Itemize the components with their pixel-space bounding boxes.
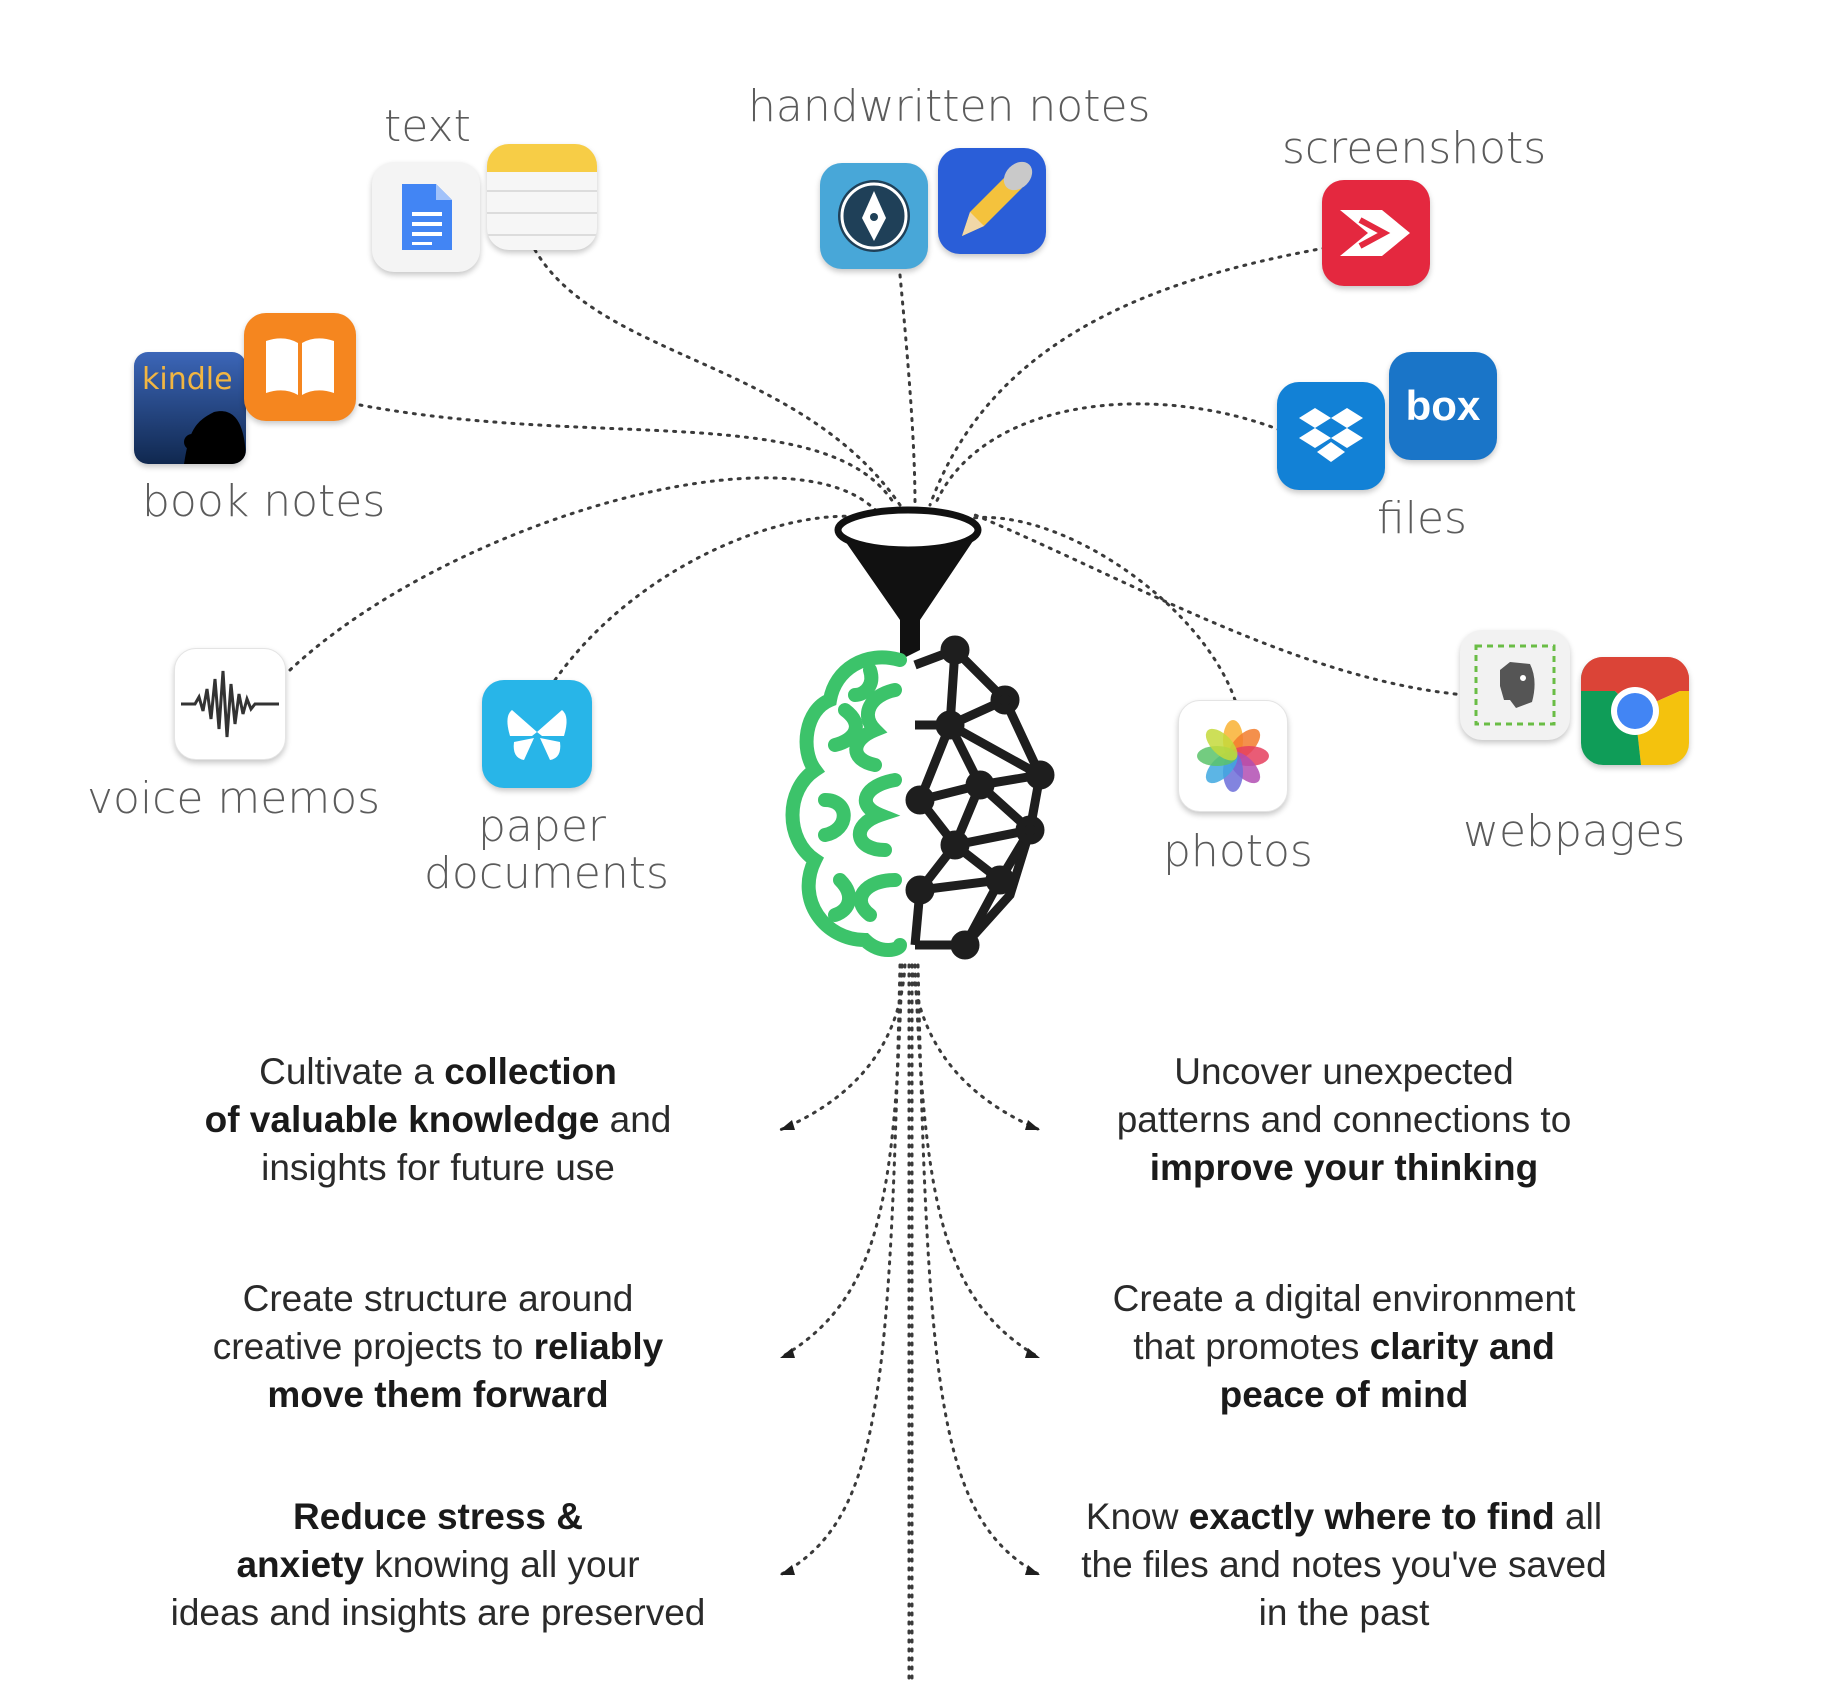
source-label-book-notes: book notes bbox=[142, 476, 386, 527]
brain-right-icon bbox=[905, 635, 1055, 960]
arrowhead-4 bbox=[1025, 1348, 1040, 1358]
dropbox-app-icon bbox=[1277, 382, 1385, 490]
pen-nib-app-icon bbox=[820, 163, 928, 269]
line-out-3 bbox=[778, 963, 904, 1360]
line-book-notes bbox=[358, 403, 897, 507]
box-label: box bbox=[1405, 382, 1481, 429]
benefit-environment: Create a digital environment that promot… bbox=[1112, 1278, 1576, 1415]
source-label-documents: documents bbox=[424, 848, 669, 899]
source-label-paper: paper bbox=[478, 801, 606, 852]
kindle-app-icon: kindle bbox=[134, 352, 246, 464]
arrowhead-5 bbox=[780, 1565, 795, 1575]
kindle-label: kindle bbox=[142, 362, 233, 397]
line-voice-memos bbox=[288, 476, 882, 672]
benefit-collection: Cultivate a collection of valuable knowl… bbox=[204, 1051, 672, 1188]
brain-left-icon bbox=[785, 650, 907, 957]
evernote-web-clipper-icon bbox=[1460, 630, 1570, 740]
photos-app-icon bbox=[1178, 700, 1288, 812]
line-files bbox=[933, 402, 1282, 507]
notability-app-icon bbox=[938, 148, 1046, 254]
line-out-4 bbox=[913, 963, 1042, 1360]
line-out-2 bbox=[910, 963, 1042, 1132]
skitch-app-icon bbox=[1322, 180, 1430, 286]
funnel-brain-icon bbox=[785, 506, 1055, 960]
arrowhead-1 bbox=[780, 1120, 795, 1130]
arrowhead-2 bbox=[1025, 1120, 1040, 1130]
scanner-app-icon bbox=[482, 680, 592, 788]
arrowhead-6 bbox=[1025, 1565, 1040, 1575]
line-out-5 bbox=[778, 963, 902, 1577]
line-paper bbox=[553, 514, 882, 682]
source-label-text: text bbox=[384, 101, 471, 152]
funnel-icon bbox=[834, 506, 982, 660]
line-out-6 bbox=[916, 963, 1042, 1577]
source-label-voice-memos: voice memos bbox=[87, 773, 381, 824]
line-webpages bbox=[973, 513, 1467, 697]
google-docs-icon bbox=[372, 162, 480, 272]
line-photos bbox=[958, 515, 1237, 702]
source-label-screenshots: screenshots bbox=[1282, 123, 1547, 174]
benefit-patterns: Uncover unexpected patterns and connecti… bbox=[1116, 1051, 1572, 1188]
box-app-icon: box bbox=[1389, 352, 1497, 460]
line-out-1 bbox=[778, 963, 907, 1132]
line-screenshots bbox=[928, 246, 1327, 507]
source-label-files: files bbox=[1377, 493, 1467, 544]
benefit-reduce-stress: Reduce stress & anxiety knowing all your… bbox=[170, 1496, 706, 1633]
line-handwritten bbox=[898, 273, 917, 507]
chrome-app-icon bbox=[1581, 657, 1689, 765]
notes-app-icon bbox=[487, 144, 597, 250]
benefit-know-where: Know exactly where to find all the files… bbox=[1081, 1496, 1607, 1633]
source-label-webpages: webpages bbox=[1463, 806, 1686, 857]
source-label-handwritten-notes: handwritten notes bbox=[748, 81, 1151, 132]
arrowhead-3 bbox=[780, 1348, 795, 1358]
benefit-structure: Create structure around creative project… bbox=[212, 1278, 664, 1415]
books-app-icon bbox=[244, 313, 356, 421]
voice-memos-app-icon bbox=[174, 648, 286, 760]
line-text bbox=[533, 248, 902, 507]
source-label-photos: photos bbox=[1163, 826, 1313, 877]
